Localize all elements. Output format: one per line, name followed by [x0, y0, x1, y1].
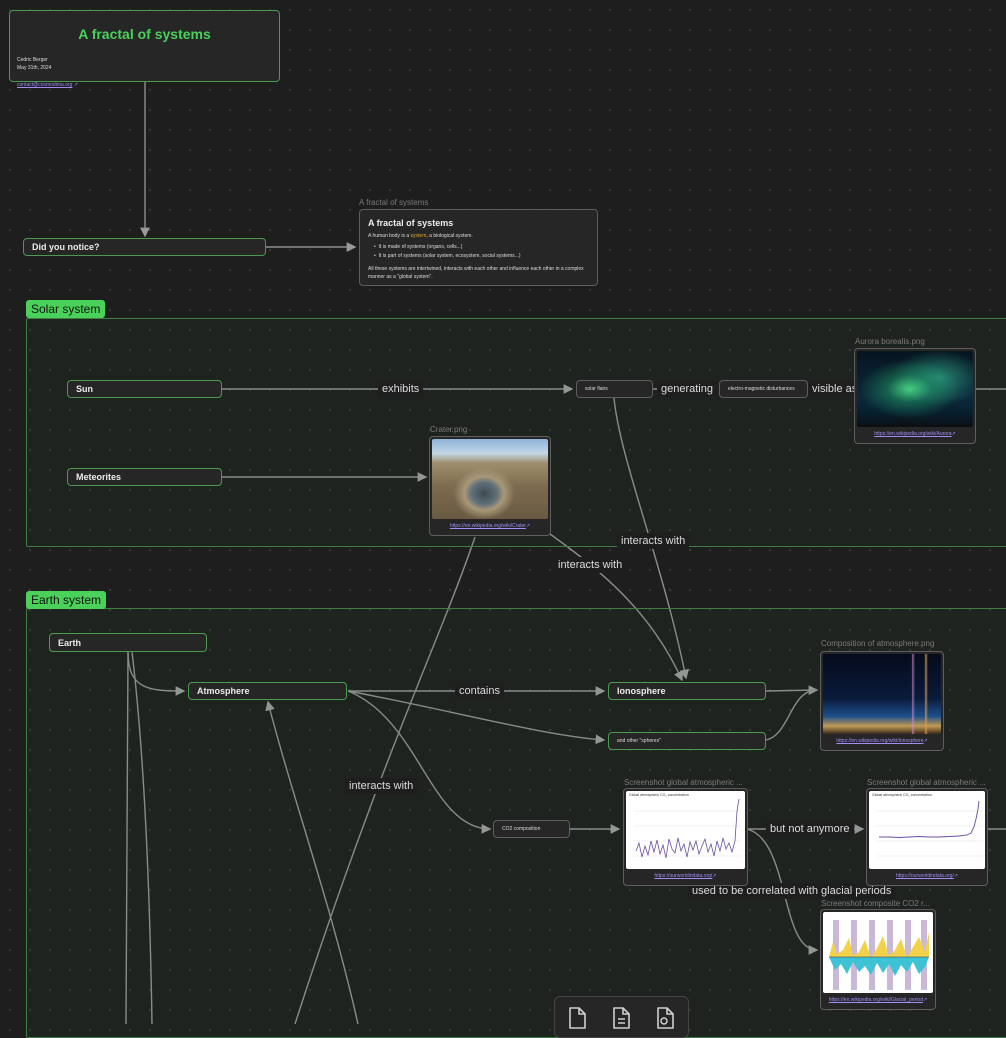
edge-label-visible-as: visible as: [808, 381, 862, 397]
note-icon[interactable]: [611, 1007, 631, 1029]
sun-node[interactable]: Sun: [67, 380, 222, 398]
solar-system-group-label[interactable]: Solar system: [26, 300, 106, 318]
note-file-title: A fractal of systems: [359, 198, 429, 207]
crater-image: [432, 439, 548, 519]
co2-chart-2-link[interactable]: https://ourworldindata.org/ ↗: [895, 873, 958, 879]
edge-flairs-ionosphere: [613, 397, 690, 680]
meteorites-node[interactable]: Meteorites: [67, 468, 222, 486]
co2-chart-2-file-title: Screenshot global atmospheric ...: [867, 778, 986, 787]
composite-co2-file-title: Screenshot composite CO2 r...: [821, 899, 930, 908]
co2-chart-1-link[interactable]: https://ourworldindata.org/ ↗: [654, 873, 717, 879]
media-file-icon[interactable]: [655, 1007, 675, 1029]
co2-chart-1-image: Global atmospheric CO₂ concentration: [626, 791, 745, 869]
crater-image-card[interactable]: https://en.wikipedia.org/wiki/Crater ↗: [429, 436, 551, 536]
co2-composition-node[interactable]: CO2 composition: [493, 820, 570, 838]
composite-co2-image: [823, 912, 933, 993]
crater-link[interactable]: https://en.wikipedia.org/wiki/Crater ↗: [449, 523, 531, 529]
edge-crater-down: [294, 536, 476, 1024]
edge-label-interacts-with: interacts with: [617, 533, 690, 549]
aurora-image: [857, 351, 973, 427]
node-title: Atmosphere: [197, 686, 250, 696]
node-title: CO2 composition: [502, 826, 541, 832]
em-disturbances-node[interactable]: electro-magnetic disturbances: [719, 380, 808, 398]
node-title: electro-magnetic disturbances: [728, 386, 795, 392]
co2-chart-1-file-title: Screenshot global atmospheric ...: [624, 778, 743, 787]
title-card[interactable]: A fractal of systems Cedric Berger May 3…: [9, 10, 280, 88]
aurora-file-title: Aurora borealis.png: [855, 337, 925, 346]
edge-atmo-co2: [347, 690, 492, 834]
earth-node[interactable]: Earth: [49, 633, 207, 652]
solar-flairs-node[interactable]: solar flairs: [576, 380, 653, 398]
did-you-notice-node[interactable]: Did you notice?: [23, 238, 266, 256]
edge-label-contains: contains: [455, 683, 504, 699]
edge-earth-down-1: [125, 651, 129, 1024]
edge-label-generating: generating: [657, 381, 717, 397]
email-link[interactable]: contact@cosmodima.org ↗: [17, 82, 78, 88]
canvas-toolbar: [554, 996, 689, 1038]
node-title: Meteorites: [76, 472, 122, 482]
node-title: Earth: [58, 637, 82, 648]
edge-spheres-atmoimg: [765, 689, 818, 741]
aurora-link[interactable]: https://en.wikipedia.org/wiki/Aurora ↗: [874, 431, 956, 437]
atmosphere-node[interactable]: Atmosphere: [188, 682, 347, 700]
co2-chart-2-card[interactable]: Global atmospheric CO₂ concentration htt…: [866, 788, 988, 886]
note-heading: A fractal of systems: [368, 218, 454, 228]
atmosphere-link[interactable]: https://en.wikipedia.org/wiki/Ionosphere…: [836, 738, 928, 744]
date-text: May 31th, 2024: [17, 65, 52, 71]
edge-up-atmosphere: [265, 700, 359, 1024]
note-bullet: • It is made of systems (organs, cells..…: [374, 244, 463, 250]
edge-label-but-not-anymore: but not anymore: [766, 821, 854, 837]
earth-system-group-label[interactable]: Earth system: [26, 591, 107, 609]
author-text: Cedric Berger: [17, 57, 48, 63]
edge-label-exhibits: exhibits: [378, 381, 424, 397]
node-title: Ionosphere: [617, 686, 666, 696]
node-title: Sun: [76, 384, 93, 394]
file-icon[interactable]: [567, 1007, 587, 1029]
note-intro: A human body is a system, a biological s…: [368, 233, 473, 239]
atmosphere-image: [823, 654, 941, 734]
edge-earth-down-2: [131, 651, 153, 1024]
edge-label-interacts-with: interacts with: [554, 557, 627, 573]
edge-atmo-spheres: [347, 690, 606, 745]
node-title: solar flairs: [585, 386, 608, 392]
node-title: Did you notice?: [32, 242, 100, 252]
edge-label-interacts-with: interacts with: [345, 778, 418, 794]
atmosphere-image-card[interactable]: https://en.wikipedia.org/wiki/Ionosphere…: [820, 651, 944, 751]
node-title: and other "spheres": [617, 738, 661, 744]
other-spheres-node[interactable]: and other "spheres": [608, 732, 766, 750]
note-bullet: • It is part of systems (solar system, e…: [374, 253, 521, 259]
edge-earth-atmo: [127, 651, 186, 696]
edge-crater-ionosphere: [549, 533, 683, 682]
title-text: A fractal of systems: [78, 26, 211, 42]
crater-file-title: Crater.png: [430, 425, 468, 434]
edge-iono-atmoimg: [765, 685, 819, 696]
ionosphere-node[interactable]: Ionosphere: [608, 682, 766, 700]
aurora-image-card[interactable]: https://en.wikipedia.org/wiki/Aurora ↗: [854, 348, 976, 444]
atmo-file-title: Composition of atmosphere.png: [821, 639, 935, 648]
note-outro: All these systems are intertwined, inter…: [368, 266, 584, 280]
composite-co2-link[interactable]: https://en.wikipedia.org/wiki/Glacial_pe…: [828, 997, 928, 1003]
composite-co2-card[interactable]: https://en.wikipedia.org/wiki/Glacial_pe…: [820, 909, 936, 1010]
note-card[interactable]: A fractal of systems A human body is a s…: [359, 209, 598, 286]
edge-label-glacial: used to be correlated with glacial perio…: [688, 883, 896, 899]
co2-chart-1-card[interactable]: Global atmospheric CO₂ concentration htt…: [623, 788, 748, 886]
co2-chart-2-image: Global atmospheric CO₂ concentration: [869, 791, 985, 869]
